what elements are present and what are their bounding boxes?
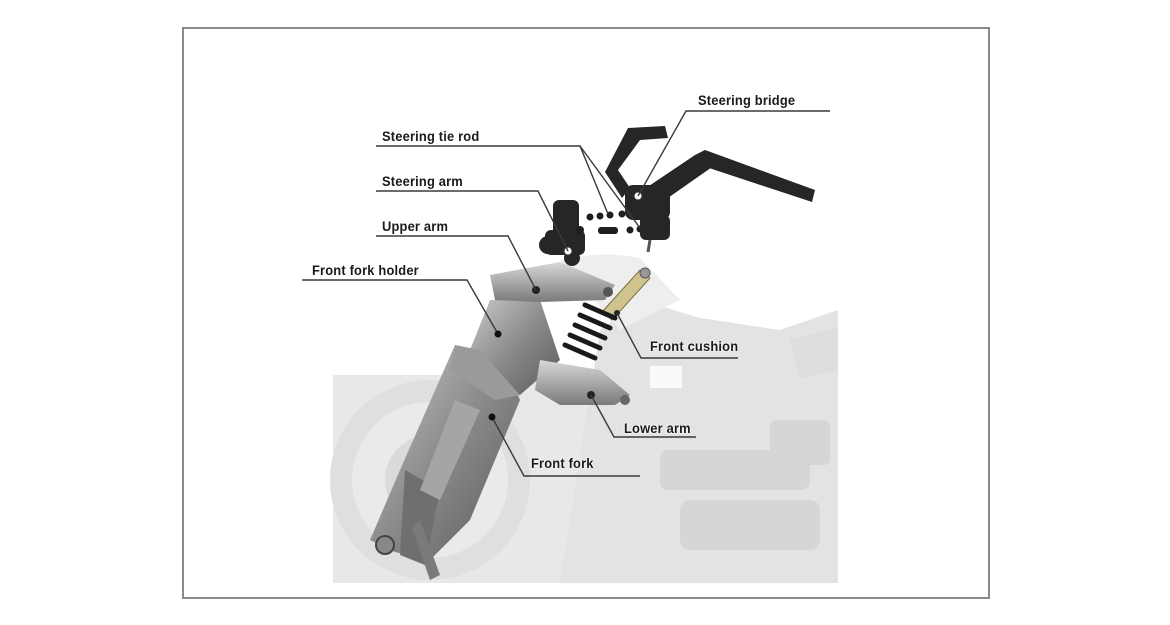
label-steering-arm: Steering arm	[382, 173, 463, 189]
label-steering-tie-rod: Steering tie rod	[382, 128, 480, 144]
label-upper-arm: Upper arm	[382, 218, 449, 234]
steering-arm-part	[539, 200, 585, 266]
steering-bridge-part	[605, 126, 815, 253]
leader-lines	[302, 110, 830, 477]
front-cushion-part	[562, 267, 651, 361]
label-front-fork: Front fork	[531, 455, 594, 471]
lower-arm-part	[535, 360, 630, 405]
leader-dots	[488, 330, 502, 421]
label-steering-bridge: Steering bridge	[698, 92, 796, 108]
label-front-fork-holder: Front fork holder	[312, 262, 419, 278]
front-fork-part	[370, 345, 520, 580]
upper-arm-part	[490, 262, 615, 302]
label-lower-arm: Lower arm	[624, 420, 691, 436]
label-front-cushion: Front cushion	[650, 338, 739, 354]
